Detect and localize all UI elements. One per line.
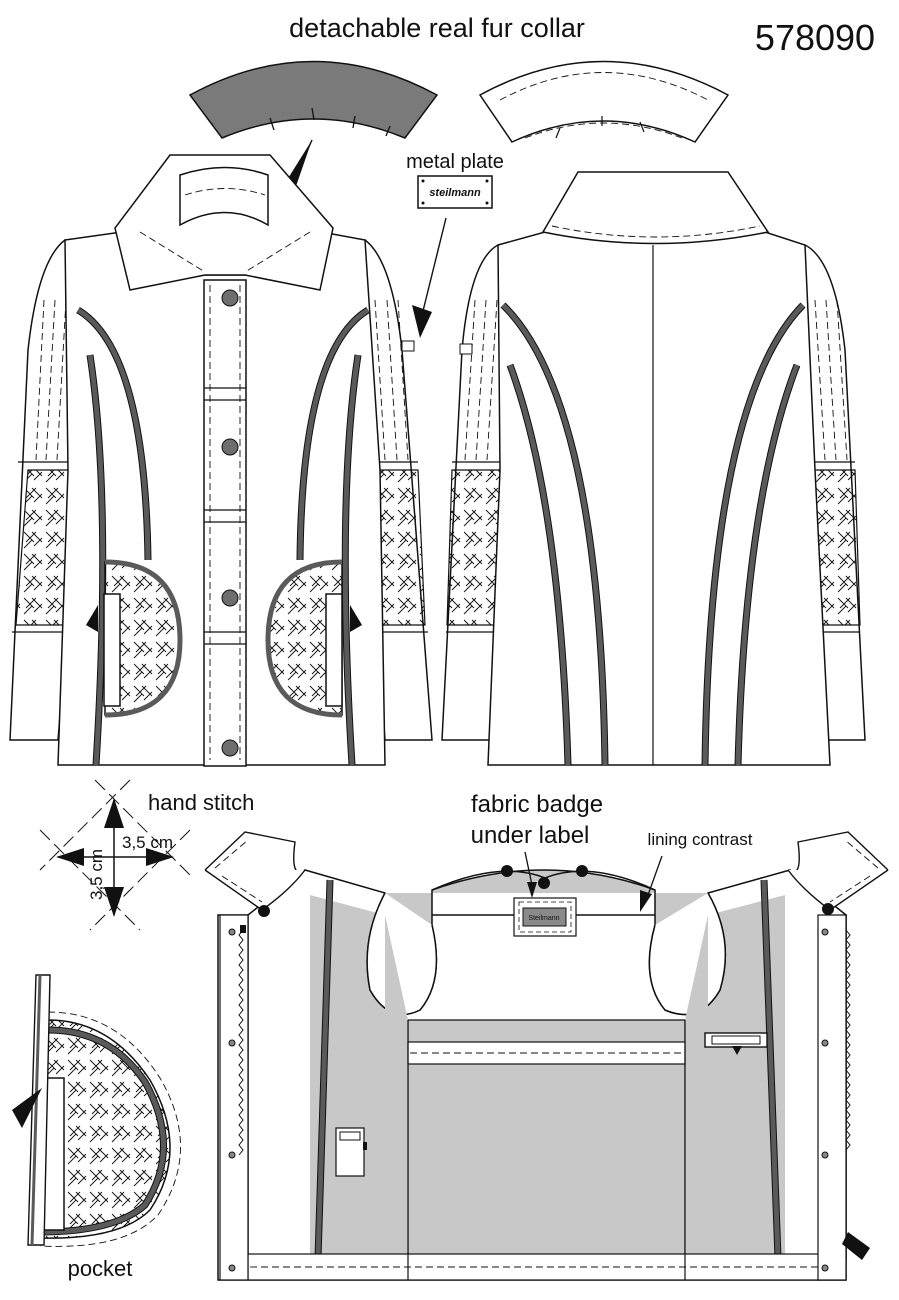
button <box>221 739 239 757</box>
button <box>221 438 239 456</box>
collar-arrow <box>272 140 312 218</box>
metal-plate-label: metal plate <box>406 151 504 173</box>
article-number: 578090 <box>755 17 875 58</box>
metal-plate: steilmann <box>417 175 493 209</box>
fabric-badge: Steilmann <box>513 897 577 937</box>
hand-stitch-label: hand stitch <box>148 790 254 815</box>
dim-vertical: 3,5 cm <box>87 849 106 900</box>
dim-horizontal: 3,5 cm <box>122 833 173 852</box>
pocket-label: pocket <box>68 1256 133 1281</box>
fabric-badge-label-1: fabric badge <box>471 791 603 818</box>
plate-arrow <box>412 305 432 338</box>
button <box>221 589 239 607</box>
badge-brand: Steilmann <box>528 915 559 922</box>
lining-contrast-label: lining contrast <box>648 830 753 849</box>
jacket-inside <box>204 831 889 1281</box>
fur-collar-dark <box>188 60 439 139</box>
jacket-front <box>9 154 433 767</box>
fur-collar-outline <box>478 60 730 143</box>
button <box>221 289 239 307</box>
title-text: detachable real fur collar <box>289 13 585 43</box>
hand-stitch-detail <box>39 779 191 931</box>
jacket-back <box>441 171 866 766</box>
pocket-detail <box>12 974 181 1247</box>
plate-brand: steilmann <box>429 187 481 199</box>
fabric-badge-label-2: under label <box>471 822 590 849</box>
